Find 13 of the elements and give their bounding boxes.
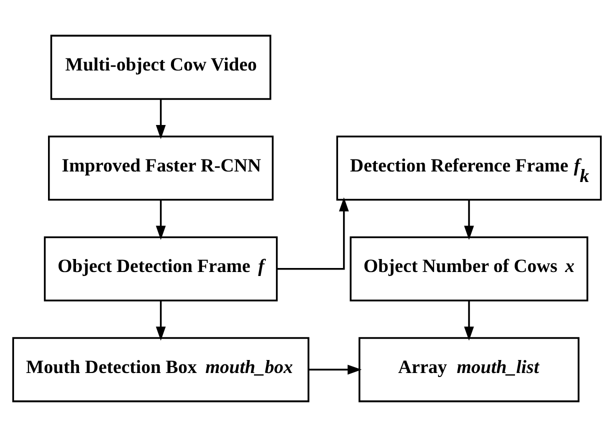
arrow [308, 364, 362, 375]
node-box: Mouth Detection Box mouth_box [12, 337, 310, 402]
node-box: Object Number of Cows x [350, 236, 588, 302]
arrow [156, 200, 166, 240]
arrow [277, 197, 349, 270]
arrow [464, 300, 474, 341]
arrow [156, 300, 166, 341]
node-box: Improved Faster R-CNN [48, 136, 274, 201]
node-box: Object Detection Frame f [44, 236, 278, 302]
node-box: Array mouth_list [358, 337, 580, 402]
node-box: Multi-object Cow Video [50, 34, 272, 100]
arrow [464, 200, 474, 240]
arrow [156, 99, 166, 140]
